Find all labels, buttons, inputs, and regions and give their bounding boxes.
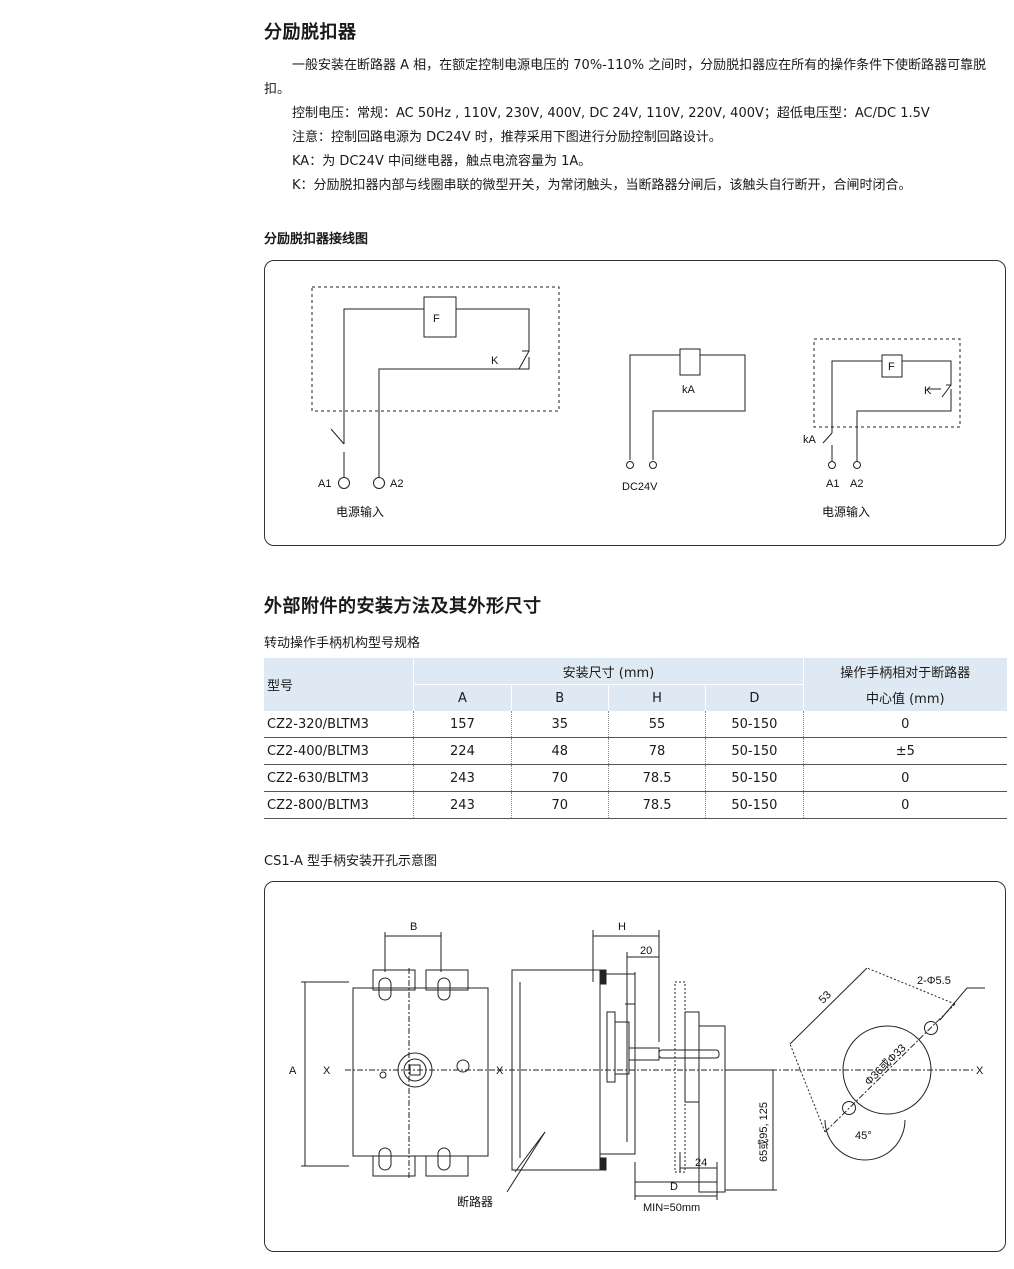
dim-65: 65或95, 125	[757, 1102, 770, 1162]
paragraph-k: K：分励脱扣器内部与线圈串联的微型开关，为常闭触头，当断路器分闸后，该触头自行断…	[292, 178, 912, 193]
section-title-external-accessories: 外部附件的安装方法及其外形尺寸	[264, 596, 542, 617]
dim-A: A	[289, 1065, 297, 1077]
cell-h: 78.5	[608, 791, 707, 819]
header-col-H: H	[608, 684, 707, 711]
paragraph-control-voltage: 控制电压：常规：AC 50Hz , 110V, 230V, 400V, DC 2…	[292, 106, 930, 121]
label-power-input-right: 电源输入	[822, 504, 870, 519]
label-breaker: 断路器	[457, 1194, 493, 1209]
handle-installation-diagram: B A X X H 20 24 D MIN=50mm 断路器 65或95, 12…	[289, 921, 985, 1214]
header-col-A: A	[413, 684, 512, 711]
dim-holes: 2-Φ5.5	[917, 975, 951, 987]
handle-hole-diagram-title: CS1-A 型手柄安装开孔示意图	[264, 854, 438, 869]
label-F-left: F	[433, 313, 440, 325]
handle-spec-subtitle: 转动操作手柄机构型号规格	[264, 636, 421, 651]
cell-a: 224	[413, 737, 512, 765]
cell-offset: ±5	[803, 737, 1007, 765]
label-K-right: K	[924, 385, 932, 397]
cell-a: 157	[413, 711, 512, 738]
wiring-diagram-box: F K A1 A2 电源输入 kA DC24V F K kA A1 A2 电源输…	[264, 260, 1006, 546]
cell-offset: 0	[803, 791, 1007, 819]
label-K-left: K	[491, 355, 499, 367]
table-row: CZ2-630/BLTM3 243 70 78.5 50-150 0	[264, 764, 1007, 792]
header-install-size: 安装尺寸 (mm)	[413, 658, 804, 685]
dim-D: D	[670, 1181, 678, 1193]
wiring-diagram: F K A1 A2 电源输入 kA DC24V F K kA A1 A2 电源输…	[311, 286, 961, 519]
dim-angle: 45°	[855, 1130, 872, 1142]
table-row: CZ2-320/BLTM3 157 35 55 50-150 0	[264, 711, 1007, 738]
cell-model: CZ2-400/BLTM3	[264, 737, 415, 765]
dim-B: B	[410, 921, 417, 933]
table-row: CZ2-800/BLTM3 243 70 78.5 50-150 0	[264, 791, 1007, 819]
cell-d: 50-150	[705, 737, 804, 765]
axis-X-side: X	[496, 1065, 504, 1077]
cell-b: 70	[511, 791, 609, 819]
cell-model: CZ2-630/BLTM3	[264, 764, 415, 792]
label-A2-left: A2	[390, 478, 403, 490]
paragraph-install: 一般安装在断路器 A 相，在额定控制电源电压的 70%-110% 之间时，分励脱…	[264, 58, 987, 97]
label-F-right: F	[888, 361, 895, 373]
dim-20: 20	[640, 945, 652, 957]
cell-h: 78	[608, 737, 707, 765]
section-title-shunt-release: 分励脱扣器	[264, 22, 357, 43]
table-row: CZ2-400/BLTM3 224 48 78 50-150 ±5	[264, 737, 1007, 765]
dim-min: MIN=50mm	[643, 1202, 700, 1214]
cell-h: 55	[608, 711, 707, 738]
cell-b: 35	[511, 711, 609, 738]
dim-24: 24	[695, 1157, 707, 1169]
label-kA-right: kA	[803, 434, 817, 446]
dim-H: H	[618, 921, 626, 933]
handle-diagram-box: B A X X H 20 24 D MIN=50mm 断路器 65或95, 12…	[264, 881, 1006, 1252]
header-col-B: B	[511, 684, 609, 711]
header-offset-line1: 操作手柄相对于断路器	[803, 658, 1007, 685]
handle-spec-table: 型号 安装尺寸 (mm) 操作手柄相对于断路器 A B H D 中心值 (mm)…	[264, 658, 1007, 819]
label-DC24V: DC24V	[622, 481, 658, 493]
cell-d: 50-150	[705, 764, 804, 792]
cell-d: 50-150	[705, 711, 804, 738]
wiring-diagram-title: 分励脱扣器接线图	[264, 232, 369, 247]
cell-model: CZ2-320/BLTM3	[264, 711, 415, 738]
cell-b: 48	[511, 737, 609, 765]
axis-X-front: X	[323, 1065, 331, 1077]
cell-offset: 0	[803, 764, 1007, 792]
paragraph-ka: KA：为 DC24V 中间继电器，触点电流容量为 1A。	[292, 154, 592, 169]
header-col-D: D	[705, 684, 804, 711]
label-power-input-left: 电源输入	[336, 504, 384, 519]
shunt-release-description: 一般安装在断路器 A 相，在额定控制电源电压的 70%-110% 之间时，分励脱…	[264, 54, 1010, 198]
label-A1-left: A1	[318, 478, 331, 490]
cell-a: 243	[413, 764, 512, 792]
dim-diameter: Φ36或Φ33	[862, 1041, 909, 1088]
header-offset-line2: 中心值 (mm)	[803, 684, 1007, 711]
paragraph-note: 注意：控制回路电源为 DC24V 时，推荐采用下图进行分励控制回路设计。	[292, 130, 722, 145]
cell-d: 50-150	[705, 791, 804, 819]
label-A2-right: A2	[850, 478, 863, 490]
axis-X-hole: X	[976, 1065, 984, 1077]
cell-a: 243	[413, 791, 512, 819]
label-kA-mid: kA	[682, 384, 696, 396]
cell-offset: 0	[803, 711, 1007, 738]
header-model: 型号	[264, 658, 415, 711]
cell-h: 78.5	[608, 764, 707, 792]
cell-b: 70	[511, 764, 609, 792]
label-A1-right: A1	[826, 478, 839, 490]
cell-model: CZ2-800/BLTM3	[264, 791, 415, 819]
